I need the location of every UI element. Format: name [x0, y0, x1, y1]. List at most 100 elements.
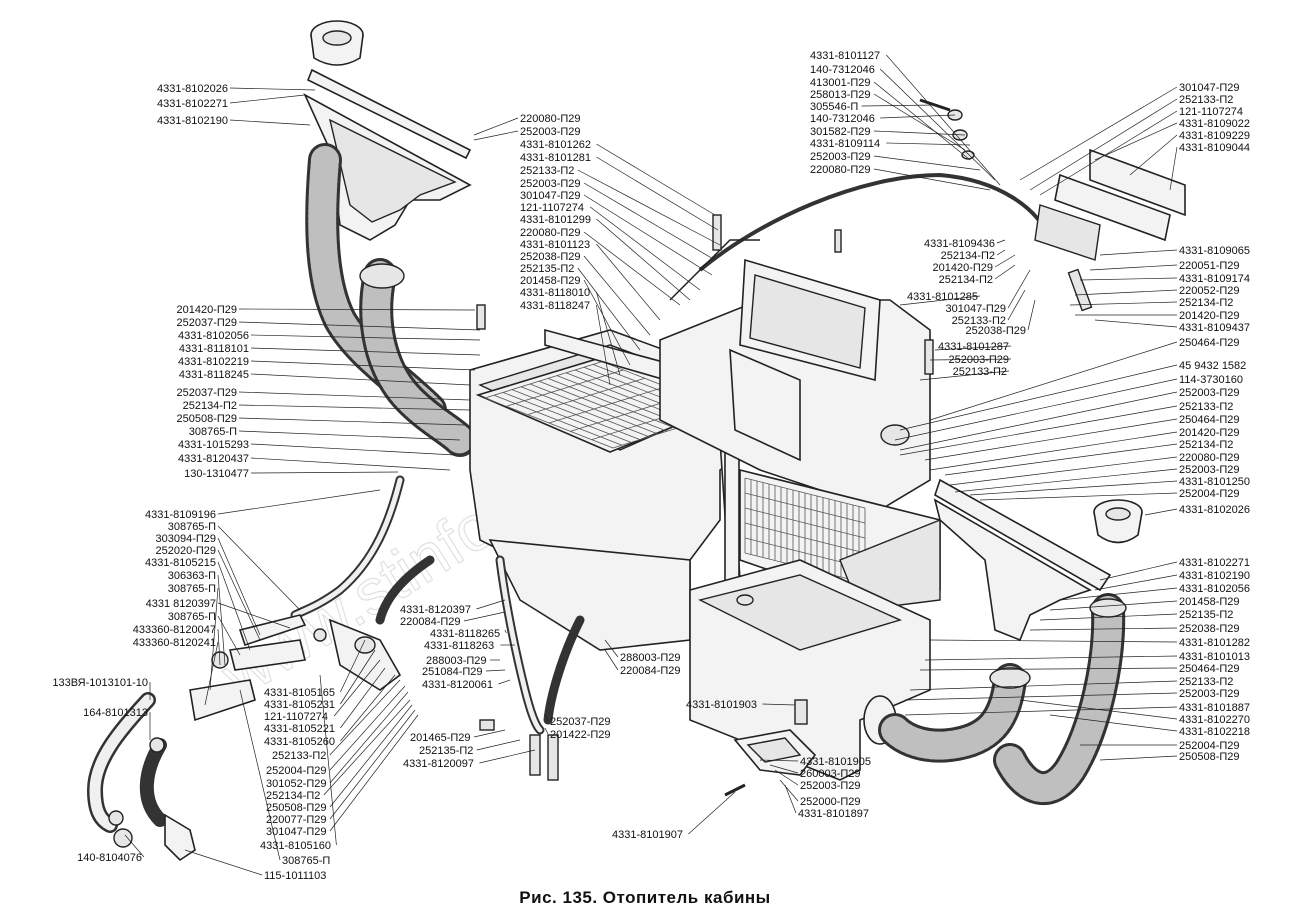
part-label: 45 9432 1582	[1179, 360, 1246, 372]
leader-line	[1094, 319, 1178, 328]
figure-caption: Рис. 135. Отопитель кабины	[519, 888, 770, 907]
part-label: 4331-8105165	[264, 687, 335, 699]
leader-line	[250, 457, 451, 471]
leader-line	[589, 206, 701, 291]
part-label: 201422-П29	[550, 729, 611, 741]
right-nozzle	[1093, 499, 1143, 544]
leader-line	[1099, 249, 1178, 256]
part-label: 252003-П29	[800, 780, 861, 792]
leader-line	[329, 691, 409, 784]
leader-line	[899, 295, 981, 306]
part-label: 252135-П2	[419, 745, 473, 757]
leader-line	[229, 94, 306, 104]
part-label: 252134-П2	[183, 400, 237, 412]
leader-line	[238, 404, 471, 411]
leader-line	[1019, 699, 1178, 720]
leader-line	[596, 243, 661, 321]
part-label: 301582-П29	[810, 126, 871, 138]
part-label: 164-8101313	[83, 707, 148, 719]
part-label: 4331-8101250	[1179, 476, 1250, 488]
part-label: 301047-П29	[945, 303, 1006, 315]
leader-line	[924, 418, 1178, 461]
part-label: 4331-8101897	[798, 808, 869, 820]
part-label: 252037-П29	[176, 387, 237, 399]
leader-line	[329, 714, 419, 832]
leader-line	[217, 602, 291, 629]
short-pipes	[479, 719, 559, 781]
leader-line	[204, 641, 219, 706]
leader-line	[873, 168, 991, 191]
right-air-hose-b	[993, 593, 1127, 806]
part-label: 140-8104076	[77, 852, 142, 864]
leader-line	[340, 674, 396, 742]
leader-line	[1059, 587, 1178, 601]
part-label: 133ВЯ-1013101-10	[52, 677, 148, 689]
part-label: 201458-П29	[1179, 596, 1240, 608]
leader-line	[544, 714, 549, 722]
part-label: 4331-8102218	[1179, 726, 1250, 738]
part-label: 433360-8120241	[133, 637, 216, 649]
leader-line	[1129, 134, 1178, 176]
leader-lines	[124, 54, 1178, 876]
leader-line	[238, 417, 466, 426]
radiator-tube	[744, 477, 866, 509]
leader-line	[1019, 86, 1178, 181]
leader-line	[899, 364, 1178, 431]
part-label: 305546-П	[810, 101, 858, 113]
part-label: 220080-П29	[520, 113, 581, 125]
part-label: 252133-П2	[1179, 676, 1233, 688]
part-label: 4331-8105160	[260, 840, 331, 852]
part-label: 4331-8101903	[686, 699, 757, 711]
part-label: 4331-8101281	[520, 152, 591, 164]
part-label: 4331-8109065	[1179, 245, 1250, 257]
part-label: 4331-8102056	[1179, 583, 1250, 595]
leader-line	[1094, 574, 1178, 591]
part-label: 252003-П29	[810, 151, 871, 163]
part-label: 252134-П2	[1179, 297, 1233, 309]
radiator-tube	[744, 492, 866, 524]
control-cable	[669, 172, 1052, 301]
part-label: 4331-8101013	[1179, 651, 1250, 663]
leader-line	[886, 54, 1001, 186]
part-label: 220080-П29	[810, 164, 871, 176]
leader-line	[124, 834, 145, 858]
leader-line	[994, 264, 1016, 280]
leader-line	[329, 685, 406, 771]
part-label: 252037-П29	[550, 716, 611, 728]
part-label: 252004-П29	[1179, 488, 1240, 500]
leader-line	[239, 689, 281, 861]
leader-line	[583, 279, 631, 366]
leader-line	[899, 391, 1178, 451]
leader-line	[1144, 508, 1178, 516]
part-label: 433360-8120047	[133, 624, 216, 636]
part-label: 250508-П29	[266, 802, 327, 814]
leader-line	[217, 628, 221, 666]
heater-housing-center	[659, 258, 931, 511]
bottom-left-hose	[86, 692, 196, 862]
part-label: 4331-8120397	[400, 604, 471, 616]
part-label: 250464-П29	[1179, 663, 1240, 675]
leader-line	[217, 574, 226, 666]
part-label: 4331-8109196	[145, 509, 216, 521]
leader-line	[873, 155, 981, 171]
leader-line	[604, 639, 619, 658]
leader-line	[340, 639, 366, 693]
part-label: 201420-П29	[176, 304, 237, 316]
leader-line	[340, 649, 376, 705]
part-label: 121-1107274	[264, 711, 328, 723]
leader-line	[596, 304, 611, 386]
part-label: 4331-8109229	[1179, 130, 1250, 142]
leader-line	[250, 347, 481, 356]
leader-line	[250, 471, 399, 474]
leader-line	[329, 704, 413, 808]
part-label: 252038-П29	[965, 325, 1026, 337]
part-label: 4331-8105221	[264, 723, 335, 735]
fan-housing	[689, 559, 931, 781]
radiator-tube	[548, 386, 667, 424]
part-label: 252037-П29	[176, 317, 237, 329]
leader-line	[476, 739, 521, 751]
part-label: 201420-П29	[932, 262, 993, 274]
part-label: 252133-П2	[520, 165, 574, 177]
part-label: 4331-8118265	[430, 628, 500, 640]
top-left-nozzle	[310, 20, 364, 66]
